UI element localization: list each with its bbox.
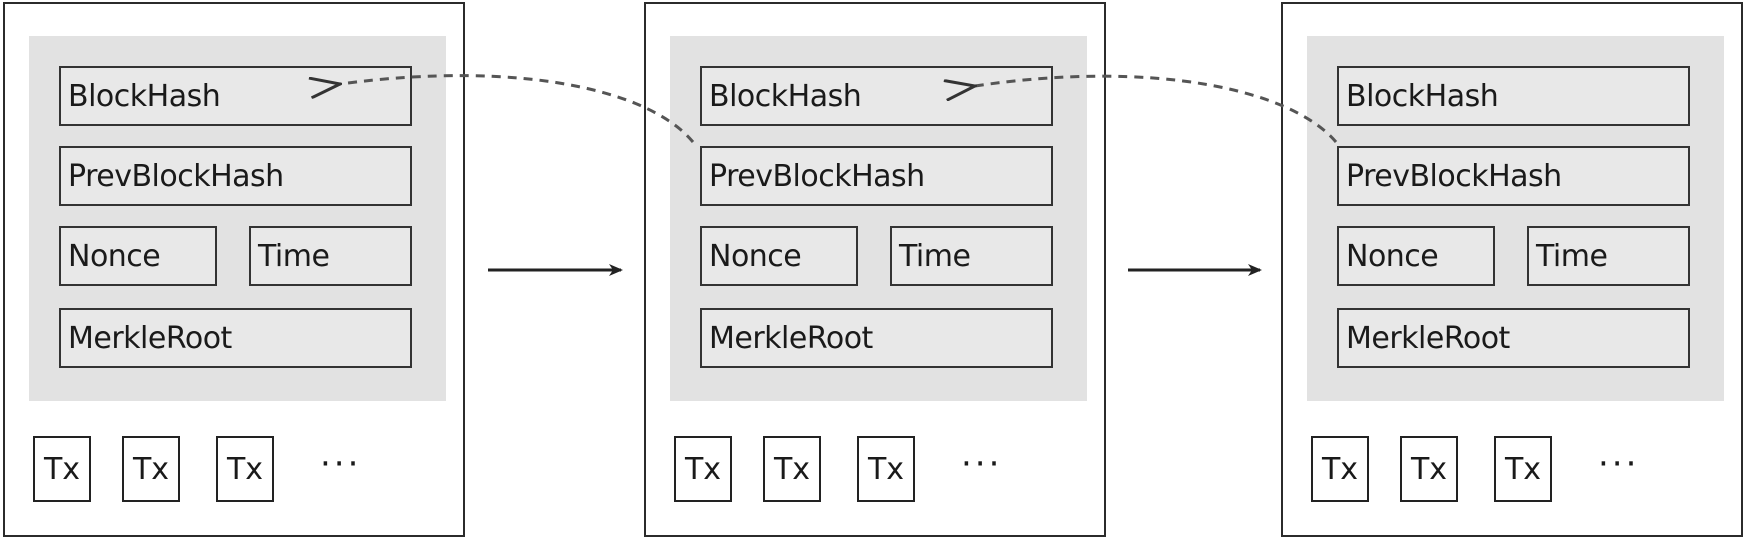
nonce-field: Nonce	[700, 226, 858, 286]
prev-block-hash-field: PrevBlockHash	[1337, 146, 1690, 206]
more-transactions-ellipsis: ···	[320, 444, 362, 484]
time-field: Time	[890, 226, 1053, 286]
nonce-field: Nonce	[59, 226, 217, 286]
transaction-box: Tx	[763, 436, 821, 502]
block-2: BlockHash PrevBlockHash Nonce Time Merkl…	[644, 2, 1106, 537]
transaction-box: Tx	[33, 436, 91, 502]
time-field: Time	[249, 226, 412, 286]
transaction-box: Tx	[1311, 436, 1369, 502]
transaction-box: Tx	[122, 436, 180, 502]
merkle-root-field: MerkleRoot	[59, 308, 412, 368]
prev-block-hash-field: PrevBlockHash	[700, 146, 1053, 206]
nonce-field: Nonce	[1337, 226, 1495, 286]
block-hash-field: BlockHash	[59, 66, 412, 126]
transaction-box: Tx	[1400, 436, 1458, 502]
prev-hash-reference-arrow	[975, 74, 1338, 143]
prev-hash-reference-arrow	[340, 74, 695, 143]
prev-block-hash-field: PrevBlockHash	[59, 146, 412, 206]
merkle-root-field: MerkleRoot	[700, 308, 1053, 368]
transaction-box: Tx	[1494, 436, 1552, 502]
time-field: Time	[1527, 226, 1690, 286]
transaction-box: Tx	[857, 436, 915, 502]
more-transactions-ellipsis: ···	[961, 444, 1003, 484]
block-3: BlockHash PrevBlockHash Nonce Time Merkl…	[1281, 2, 1743, 537]
transaction-box: Tx	[216, 436, 274, 502]
block-hash-field: BlockHash	[1337, 66, 1690, 126]
merkle-root-field: MerkleRoot	[1337, 308, 1690, 368]
block-1: BlockHash PrevBlockHash Nonce Time Merkl…	[3, 2, 465, 537]
more-transactions-ellipsis: ···	[1598, 444, 1640, 484]
block-hash-field: BlockHash	[700, 66, 1053, 126]
transaction-box: Tx	[674, 436, 732, 502]
